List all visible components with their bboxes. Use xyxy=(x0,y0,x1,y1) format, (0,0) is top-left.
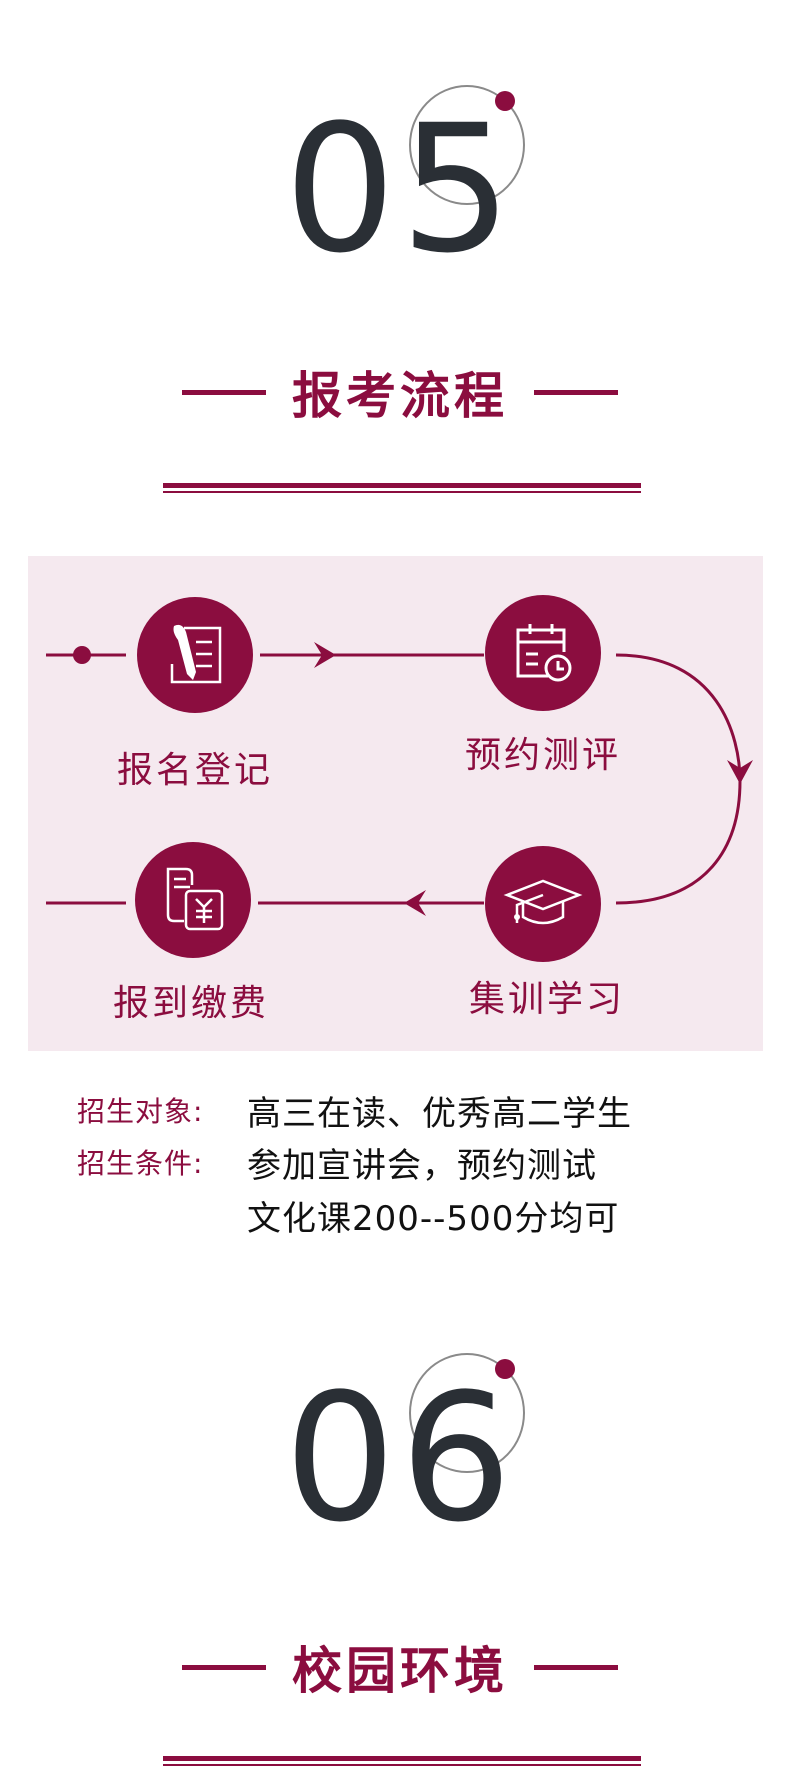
arrow-right-icon xyxy=(314,642,336,668)
graduation-cap-icon xyxy=(503,879,583,925)
calendar-clock-icon xyxy=(516,624,572,682)
section-title: 校园环境 xyxy=(292,1642,508,1700)
decorative-dot xyxy=(495,91,515,111)
receipt-yuan-icon xyxy=(166,867,224,931)
step-label: 报到缴费 xyxy=(112,983,269,1024)
step-sign-up xyxy=(137,597,253,713)
step-training xyxy=(485,846,601,962)
info-row-score: 文化课200--500分均可 xyxy=(77,1193,620,1239)
info-row-target: 招生对象: 高三在读、优秀高二学生 xyxy=(77,1088,632,1134)
step-label: 报名登记 xyxy=(116,750,273,791)
info-value: 高三在读、优秀高二学生 xyxy=(247,1093,632,1134)
section-divider xyxy=(163,1756,641,1766)
step-label: 预约测评 xyxy=(464,735,621,776)
arrow-down-icon xyxy=(727,760,753,784)
step-registration-payment xyxy=(135,842,251,958)
process-flow-panel: 报名登记 预约测评 集训学习 xyxy=(28,556,763,1051)
start-dot xyxy=(73,646,91,664)
section-title-row: 校园环境 xyxy=(0,1637,800,1700)
decorative-ring xyxy=(409,85,525,205)
decorative-ring xyxy=(409,1353,525,1473)
info-key: 招生条件: xyxy=(77,1147,204,1180)
decorative-dot xyxy=(495,1359,515,1379)
section-title-row: 报考流程 xyxy=(0,362,800,425)
step-appointment xyxy=(485,595,601,711)
section-number: 06 xyxy=(284,1356,516,1561)
info-key: 招生对象: xyxy=(77,1095,204,1128)
section-number: 05 xyxy=(284,87,516,292)
section-divider xyxy=(163,483,641,493)
info-value: 参加宣讲会，预约测试 xyxy=(247,1145,597,1186)
info-row-requirements: 招生条件: 参加宣讲会，预约测试 xyxy=(77,1140,597,1186)
sign-up-form-icon xyxy=(170,624,222,684)
arrow-left-icon xyxy=(404,890,426,916)
title-dash-left xyxy=(182,1664,266,1670)
flow-connectors xyxy=(46,642,753,916)
step-label: 集训学习 xyxy=(468,979,625,1020)
section-title: 报考流程 xyxy=(292,367,508,425)
title-dash-left xyxy=(182,389,266,395)
info-value: 文化课200--500分均可 xyxy=(247,1198,620,1239)
title-dash-right xyxy=(534,1664,618,1670)
title-dash-right xyxy=(534,389,618,395)
